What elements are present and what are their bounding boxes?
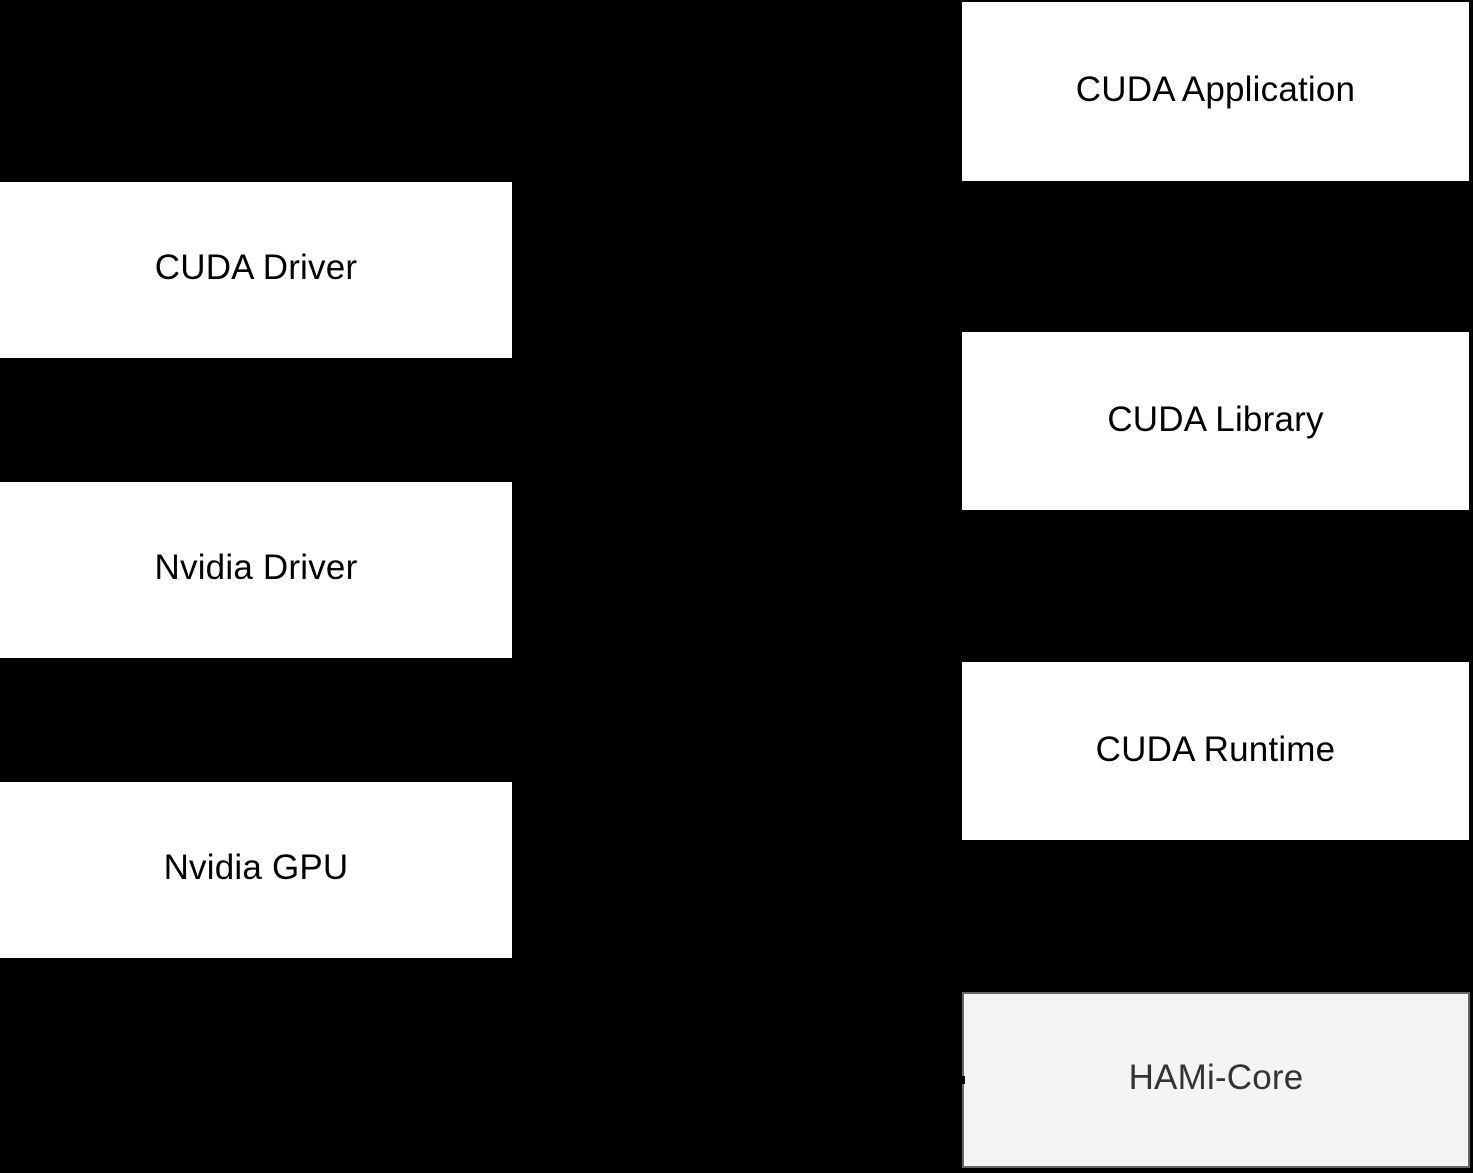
node-cuda-library-label: CUDA Library — [1107, 400, 1324, 439]
node-nvidia-gpu-label: Nvidia GPU — [163, 848, 349, 887]
node-nvidia-gpu[interactable]: Nvidia GPU — [0, 782, 512, 958]
node-hami-core[interactable]: HAMi-Core — [962, 992, 1470, 1168]
node-nvidia-driver-label: Nvidia Driver — [154, 548, 358, 587]
node-hami-core-label: HAMi-Core — [1128, 1058, 1304, 1097]
node-cuda-runtime-label: CUDA Runtime — [1095, 730, 1336, 769]
node-cuda-runtime[interactable]: CUDA Runtime — [962, 662, 1469, 840]
connector-arrow-into-hami-core — [959, 1076, 965, 1084]
node-cuda-driver[interactable]: CUDA Driver — [0, 182, 512, 358]
node-cuda-library[interactable]: CUDA Library — [962, 332, 1469, 510]
node-cuda-application-label: CUDA Application — [1075, 70, 1356, 109]
node-nvidia-driver[interactable]: Nvidia Driver — [0, 482, 512, 658]
node-cuda-driver-label: CUDA Driver — [154, 248, 358, 287]
node-cuda-application[interactable]: CUDA Application — [962, 2, 1469, 181]
